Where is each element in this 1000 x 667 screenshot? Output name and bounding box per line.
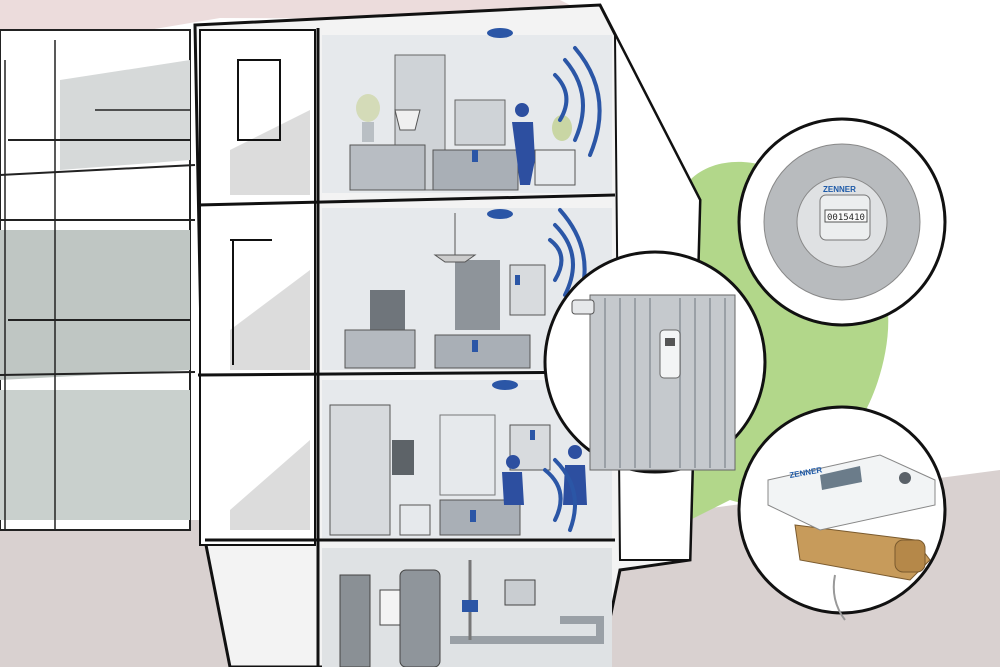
neighbor-building — [0, 29, 196, 531]
meter-brand-label: ZENNER — [823, 185, 856, 194]
radiator-detail-circle — [543, 250, 767, 474]
person-figure — [502, 455, 524, 505]
radiator-icon — [571, 294, 736, 471]
person-figure — [512, 103, 535, 185]
heat-cost-allocator-icon — [530, 430, 535, 440]
person-figure — [563, 445, 587, 505]
smoke-detector-icon — [492, 380, 518, 390]
heat-meter-detail-circle: ZENNER — [737, 405, 947, 621]
smoke-detector-icon — [487, 209, 513, 219]
heat-cost-allocator-icon — [470, 510, 476, 522]
apartment-floor-3 — [322, 35, 612, 193]
heat-cost-allocator-icon — [472, 150, 478, 162]
wireless-signal-icon — [543, 458, 577, 532]
heat-cost-allocator-icon — [659, 329, 681, 379]
water-meter-detail-circle: ZENNER 0015410 — [737, 117, 947, 327]
heat-cost-allocator-icon — [472, 340, 478, 352]
wireless-signal-icon — [553, 46, 602, 157]
heat-cost-allocator-icon — [515, 275, 520, 285]
basement — [322, 548, 612, 667]
smoke-detector-icon — [487, 28, 513, 38]
heat-meter-icon — [767, 454, 936, 621]
ground — [0, 520, 230, 667]
meter-reading: 0015410 — [827, 213, 865, 223]
